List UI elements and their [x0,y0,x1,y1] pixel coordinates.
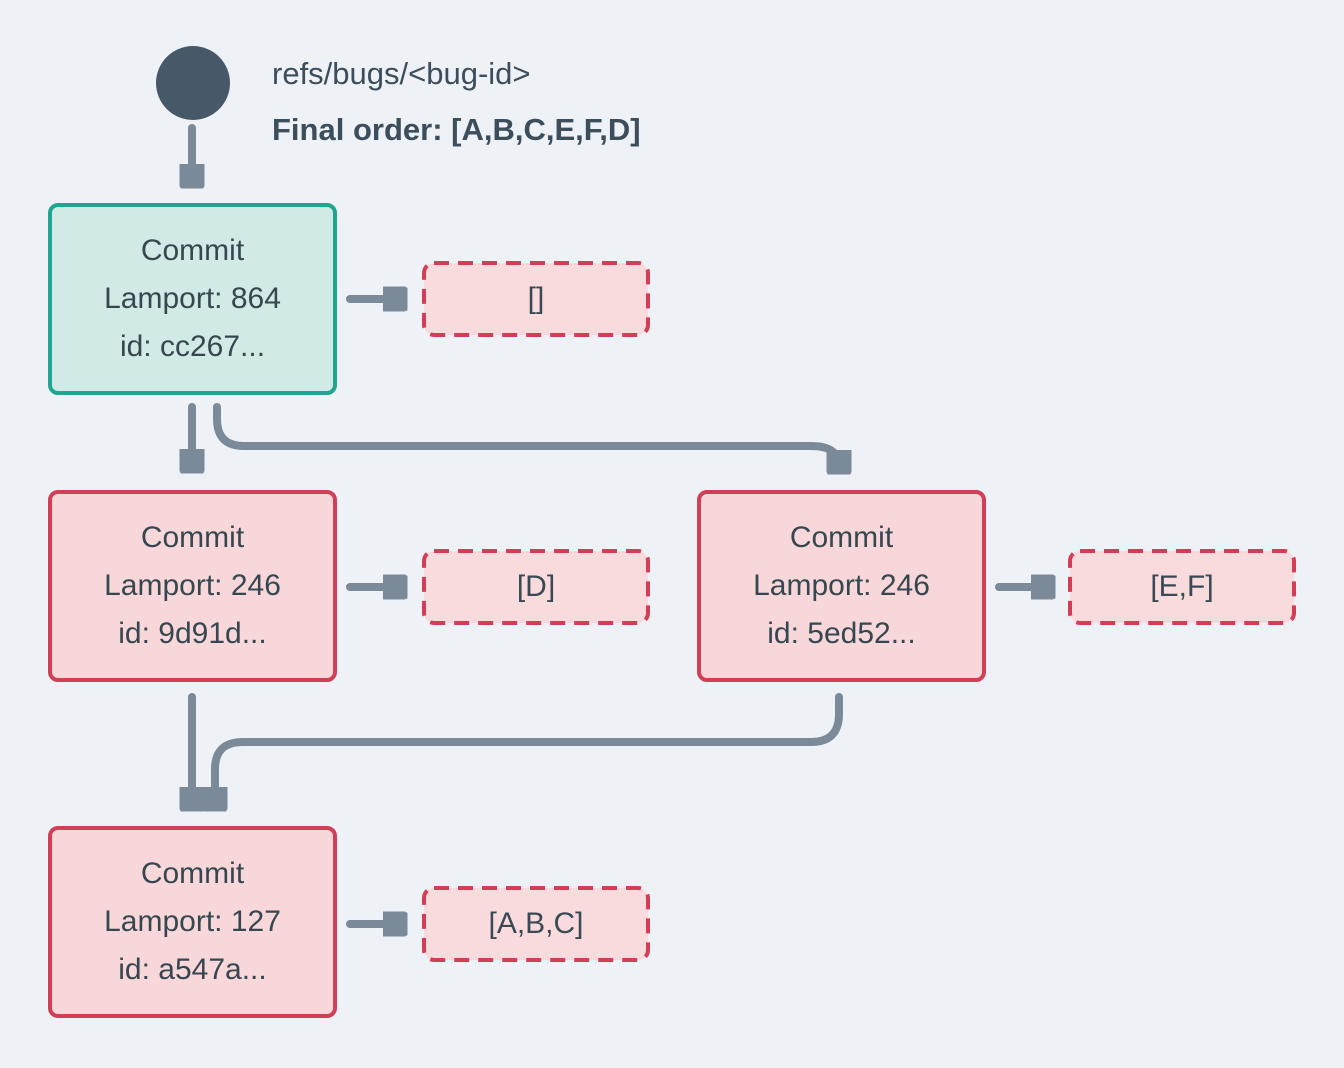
commit-node-bottom: Commit Lamport: 127 id: a547a... [48,826,337,1018]
commit-title: Commit [140,857,245,890]
commit-id: id: cc267... [119,330,266,363]
edge-root-to-right-arrow [213,403,839,466]
dashed-border [422,549,650,625]
final-order-label: Final order: [A,B,C,E,F,D] [272,112,641,147]
items-label: [D] [516,570,556,603]
commit-lamport: Lamport: 246 [753,569,930,602]
commit-title: Commit [789,521,894,554]
commit-id: id: 9d91d... [118,617,267,650]
edge-right-to-bottom-arrow [215,693,843,803]
commit-lamport: Lamport: 864 [104,282,281,315]
dashed-border [422,886,650,962]
items-label: [] [527,282,545,315]
branch-ref-label: refs/bugs/<bug-id> [272,56,531,91]
commit-title: Commit [140,234,245,267]
items-box-right: [E,F] [1068,549,1296,625]
commit-node-left: Commit Lamport: 246 id: 9d91d... [48,490,337,682]
items-box-left: [D] [422,549,650,625]
items-box-root: [] [422,261,650,337]
items-label: [A,B,C] [488,907,584,940]
commit-lamport: Lamport: 127 [104,905,281,938]
branch-ref-node [156,46,230,120]
commit-node-right: Commit Lamport: 246 id: 5ed52... [697,490,986,682]
commit-id: id: a547a... [118,953,267,986]
commit-node-root: Commit Lamport: 864 id: cc267... [48,203,337,395]
dashed-border [1068,549,1296,625]
dashed-border [422,261,650,337]
commit-title: Commit [140,521,245,554]
commit-lamport: Lamport: 246 [104,569,281,602]
items-label: [E,F] [1150,570,1214,603]
commit-id: id: 5ed52... [767,617,916,650]
items-box-bottom: [A,B,C] [422,886,650,962]
